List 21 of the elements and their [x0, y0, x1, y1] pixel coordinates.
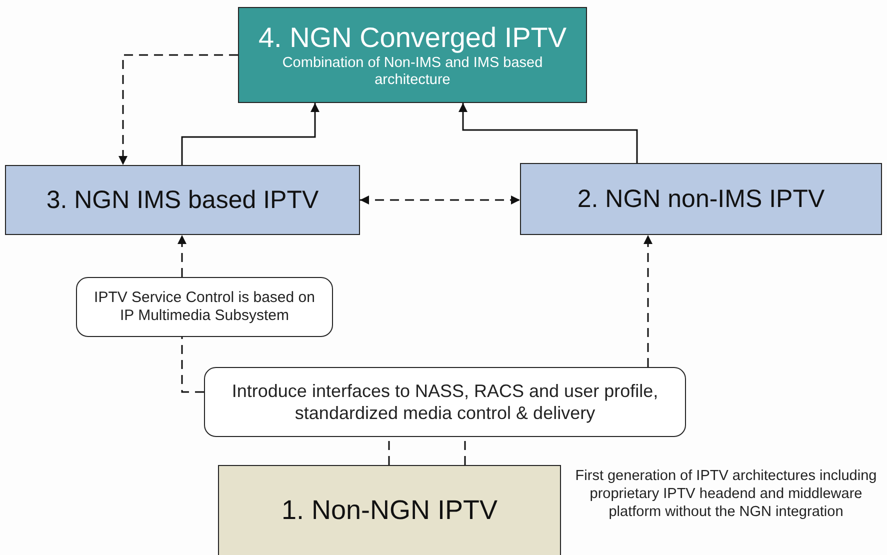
box-title: 2. NGN non-IMS IPTV: [576, 184, 826, 214]
process-box: [5, 165, 360, 235]
arrow: [644, 235, 652, 367]
arrow: [458, 103, 638, 163]
arrow: [118, 54, 238, 165]
arrow: [360, 196, 520, 204]
note-box: [76, 277, 333, 337]
process-box: [238, 7, 587, 103]
side-note: First generation of IPTV architectures including proprietary IPTV headend and middleware platform without the NGN integration: [574, 467, 878, 521]
arrow: [181, 103, 320, 165]
process-box: [520, 163, 882, 235]
box-title: IPTV Service Control is based on IP Multimedia Subsystem: [93, 289, 316, 325]
connector-line: [181, 337, 204, 393]
box-title: 1. Non-NGN IPTV: [280, 494, 499, 526]
arrow: [178, 235, 186, 277]
box-title: Introduce interfaces to NASS, RACS and user profile, standardized media control & delivery: [230, 380, 660, 424]
box-subtitle: Combination of Non-IMS and IMS based architecture: [281, 55, 544, 89]
box-title: 4. NGN Converged IPTV: [257, 21, 568, 55]
process-box: [218, 465, 561, 555]
note-box: [204, 367, 686, 437]
box-title: 3. NGN IMS based IPTV: [45, 185, 320, 215]
